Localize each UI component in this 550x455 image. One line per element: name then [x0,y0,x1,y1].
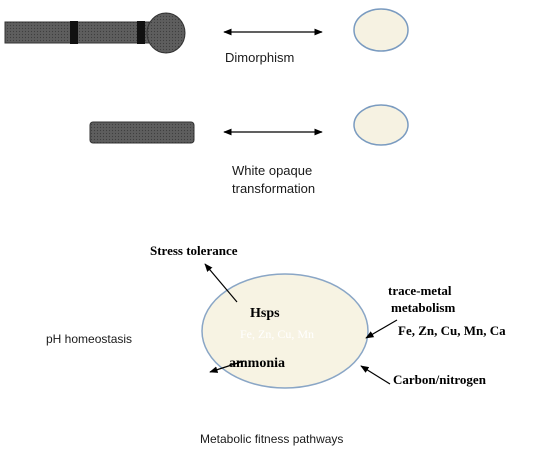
hsps-label: Hsps [250,306,280,321]
ammonia-arrow [209,360,245,373]
hypha-bulb [146,12,186,54]
ph-homeostasis-label: pH homeostasis [46,332,132,346]
trace-metal-arrow [365,319,398,339]
caption: Metabolic fitness pathways [200,432,343,446]
hypha-with-bulb [4,12,186,54]
metals-label: Fe, Zn, Cu, Mn, Ca [398,323,506,338]
hypha-body [4,21,156,44]
carbon-nitrogen-arrow [360,365,391,385]
white-opaque-label-line2: transformation [232,181,315,196]
dimorphism-label: Dimorphism [225,50,294,65]
septum-band-2 [137,21,145,44]
metabolic-oval [201,273,369,389]
opaque-cell [89,121,195,144]
white-opaque-label-line1: White opaque [232,163,312,178]
carbon-nitrogen-label: Carbon/nitrogen [393,372,487,387]
septum-band-1 [70,21,78,44]
stress-tolerance-label: Stress tolerance [150,243,238,258]
oval-inner-text: Fe, Zn, Cu, Mn [240,327,314,341]
ammonia-label: ammonia [229,356,285,371]
yeast-cell-1 [353,8,409,52]
trace-metal-label-line2: metabolism [391,300,455,315]
stress-arrow [204,263,238,303]
trace-metal-label-line1: trace-metal [388,283,452,298]
yeast-cell-2 [353,104,409,146]
